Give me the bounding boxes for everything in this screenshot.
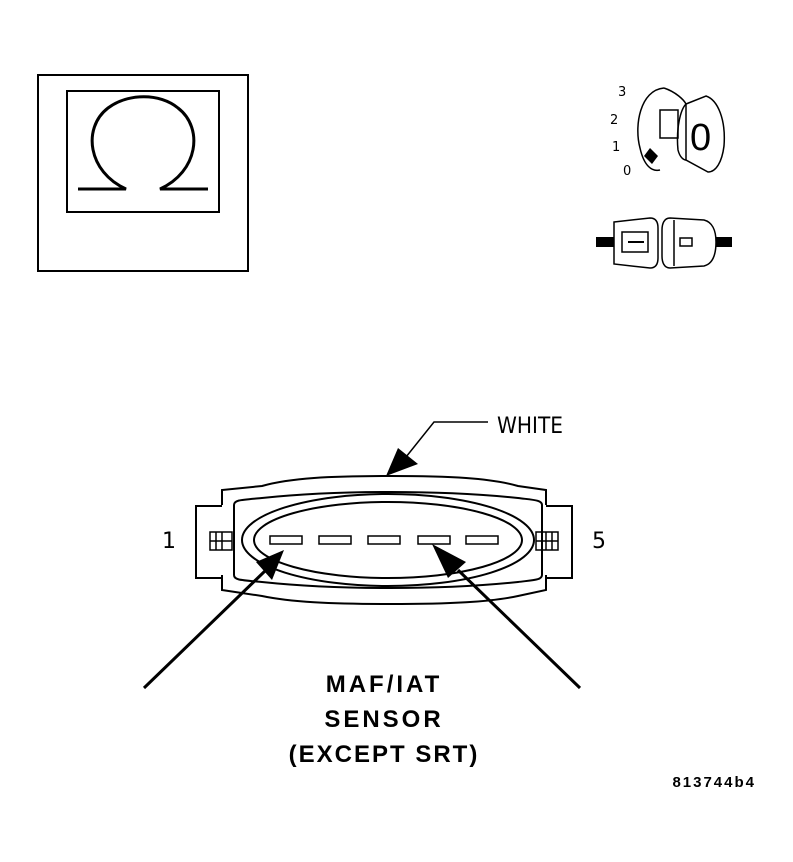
ignition-key-icon: 3 2 1 0 0	[610, 85, 726, 179]
sensor-label-line-3: (EXCEPT SRT)	[289, 741, 480, 768]
figure-id: 813744b4	[672, 774, 756, 791]
key-position-2: 2	[610, 113, 618, 128]
sensor-label-line-1: MAF/IAT	[326, 671, 443, 698]
maf-iat-connector: 1 5	[162, 474, 606, 606]
probe-arrows	[142, 544, 582, 690]
wire-color-label: WHITE	[497, 414, 563, 439]
pin-5-label: 5	[592, 529, 606, 554]
connector-disconnect-icon	[596, 217, 732, 269]
key-position-0: 0	[623, 164, 631, 179]
pin-3-terminal	[367, 535, 401, 545]
key-position-1: 1	[612, 140, 620, 155]
pin-2-terminal	[318, 535, 352, 545]
key-glyph: 0	[690, 117, 711, 159]
sensor-label-line-2: SENSOR	[324, 706, 443, 733]
pin-1-label: 1	[162, 529, 176, 554]
ohmmeter-symbol	[37, 74, 249, 272]
omega-icon	[78, 95, 208, 191]
left-latch	[195, 505, 233, 579]
wire-color-callout: WHITE	[386, 414, 563, 476]
sensor-label: MAF/IAT SENSOR (EXCEPT SRT)	[289, 671, 480, 768]
pin-1-terminal	[269, 535, 303, 545]
pin-5-terminal	[465, 535, 499, 545]
right-latch	[535, 505, 573, 579]
pin-4-terminal	[417, 535, 451, 545]
key-position-3: 3	[618, 85, 626, 100]
